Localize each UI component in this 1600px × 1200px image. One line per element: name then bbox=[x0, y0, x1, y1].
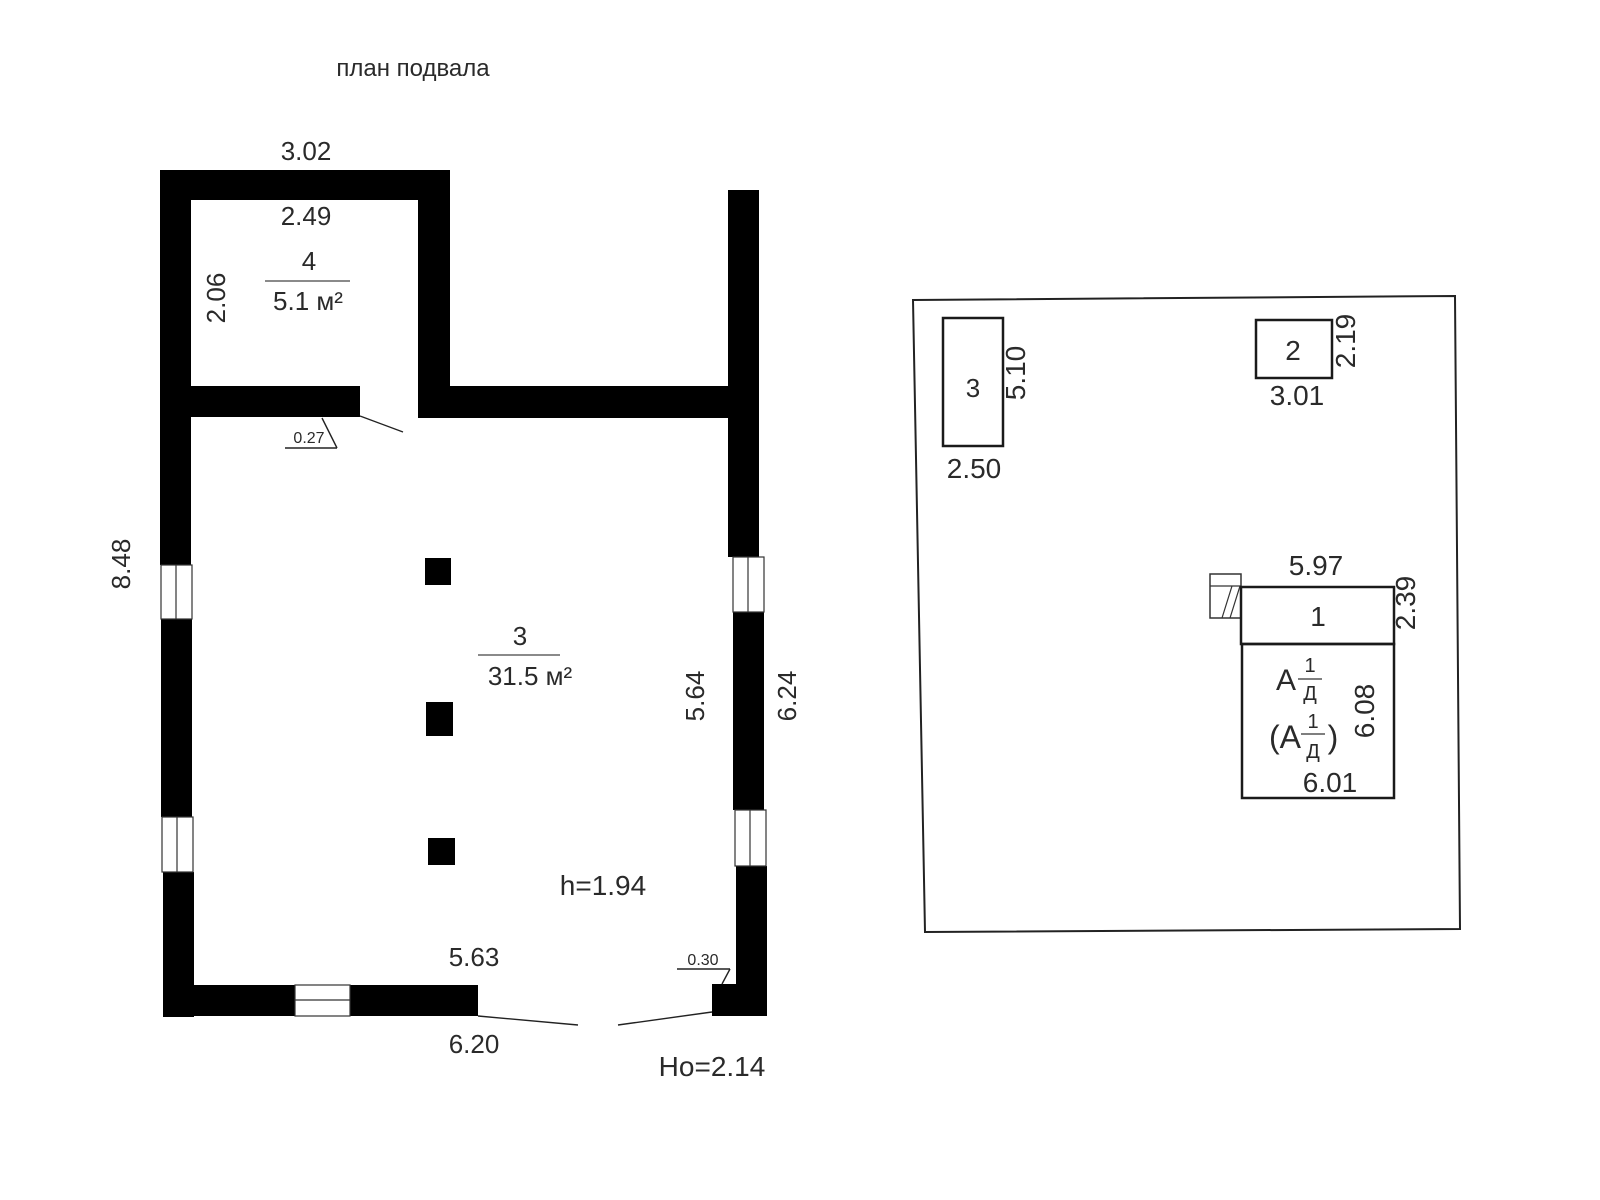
room4-number: 4 bbox=[302, 246, 316, 276]
house-letter: А bbox=[1276, 664, 1296, 697]
building3-depth: 5.10 bbox=[1000, 346, 1031, 401]
house-num-2: 1 bbox=[1307, 711, 1318, 733]
room3-inner-width: 5.63 bbox=[449, 942, 500, 972]
room4-inner-width: 2.49 bbox=[281, 201, 332, 231]
building-2 bbox=[1254, 318, 1334, 380]
building2-width: 3.01 bbox=[1270, 380, 1325, 411]
door-width-upper: 0.27 bbox=[293, 430, 324, 447]
door-width-lower: 0.30 bbox=[687, 952, 718, 969]
room3-left-height: 8.48 bbox=[106, 539, 136, 590]
room3-outer-width: 6.20 bbox=[449, 1029, 500, 1059]
building3-width: 2.50 bbox=[947, 453, 1002, 484]
building2-depth: 2.19 bbox=[1330, 314, 1361, 369]
floor-plan-walls bbox=[160, 170, 767, 1017]
building1-width: 5.97 bbox=[1289, 550, 1344, 581]
outer-height: Hо=2.14 bbox=[659, 1051, 766, 1082]
building1-number: 1 bbox=[1310, 601, 1326, 632]
building1-depth: 2.39 bbox=[1390, 576, 1421, 631]
room4-area: 5.1 м² bbox=[273, 286, 343, 316]
building-3 bbox=[941, 316, 1005, 448]
column bbox=[428, 838, 455, 865]
site-plan: 3 2.50 5.10 2 3.01 2.19 5.97 1 2.39 А 1 … bbox=[911, 294, 1462, 934]
house-den: Д bbox=[1303, 683, 1317, 705]
windows bbox=[160, 556, 767, 1017]
house-letter-2: (А bbox=[1269, 719, 1302, 755]
room4-depth: 2.06 bbox=[201, 273, 231, 324]
house-den-2: Д bbox=[1306, 741, 1320, 763]
door-swings bbox=[285, 415, 731, 1026]
column bbox=[426, 702, 453, 736]
main-house bbox=[1240, 642, 1396, 800]
column bbox=[425, 558, 451, 585]
room3-area: 31.5 м² bbox=[488, 661, 573, 691]
room3-number: 3 bbox=[513, 621, 527, 651]
ceiling-height: h=1.94 bbox=[560, 870, 646, 901]
plan-title: план подвала bbox=[336, 55, 490, 82]
room4-outer-width: 3.02 bbox=[281, 136, 332, 166]
house-paren-close: ) bbox=[1328, 719, 1339, 755]
house-depth: 6.08 bbox=[1349, 684, 1380, 739]
house-width: 6.01 bbox=[1303, 767, 1358, 798]
building2-number: 2 bbox=[1285, 335, 1301, 366]
room3-right-height: 6.24 bbox=[772, 671, 802, 722]
room3-inner-height: 5.64 bbox=[680, 671, 710, 722]
building3-number: 3 bbox=[966, 373, 980, 403]
house-num: 1 bbox=[1304, 655, 1315, 677]
site-boundary bbox=[911, 294, 1462, 934]
